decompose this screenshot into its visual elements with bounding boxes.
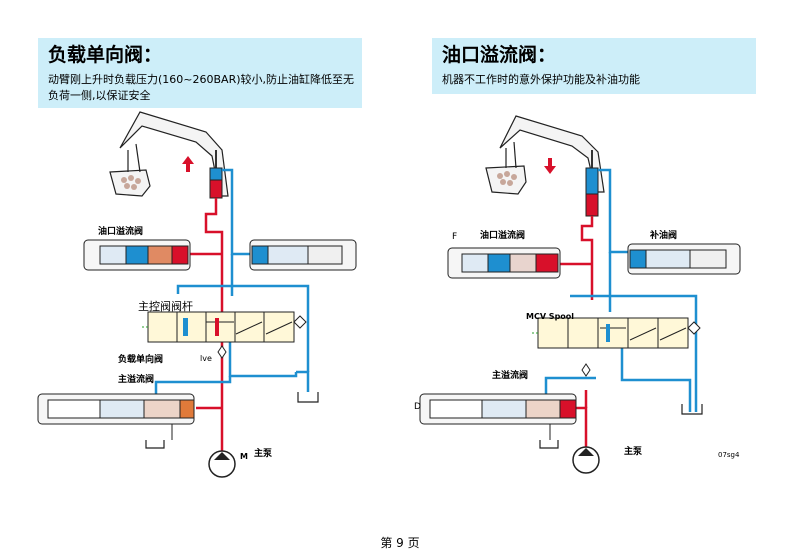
left-main-relief-valve [37,393,195,440]
right-main-relief-valve [419,393,577,440]
left-hydraulic-diagram [37,111,357,478]
right-label-port-relief: 油口溢流阀 [480,231,526,241]
right-makeup-valve [627,243,741,275]
left-check-valve-symbol [217,345,227,359]
left-main-control-spool [142,311,307,343]
right-main-pump [572,446,600,474]
left-port-relief-valve [83,239,191,271]
left-label-load-check: 负载单向阀 [118,355,164,365]
right-check-valve-symbol [581,363,591,377]
left-return-lines [154,168,310,400]
left-up-arrow [182,156,194,172]
left-panel-description: 动臂刚上升时负载压力(160~260BAR)较小,防止油缸降低至无负荷一侧,以保… [48,73,355,102]
right-bucket-load [497,171,517,186]
left-tank-2 [145,440,165,449]
right-label-makeup: 补油阀 [650,231,678,241]
left-label-main-spool: 主控阀阀杆 [138,300,193,313]
right-mcv-spool [532,317,701,349]
left-pressure-lines [190,198,224,455]
left-label-port-relief: 油口溢流阀 [98,227,144,237]
left-label-pump-letter: M [240,452,248,461]
right-panel-header [432,38,756,94]
right-excavator-boom [485,115,605,195]
right-port-relief-valve [447,247,561,279]
left-panel-header [38,38,362,108]
right-panel-description: 机器不工作时的意外保护功能及补油功能 [442,73,640,86]
left-label-main-pump: 主泵 [254,449,273,459]
left-boom-cylinder [209,150,223,199]
right-label-letter-f: F [452,232,458,242]
left-tank-1 [297,392,319,403]
right-return-lines [544,168,698,412]
right-label-letter-d: D [414,402,421,412]
right-tank-2 [539,440,559,449]
left-panel-title: 负载单向阀： [48,44,163,66]
left-label-main-relief: 主溢流阀 [118,375,155,385]
right-label-mcv-spool: MCV Spool [526,312,575,321]
right-hydraulic-diagram [419,115,741,474]
right-down-arrow [544,158,556,174]
left-makeup-valve [249,239,357,271]
right-label-main-pump: 主泵 [624,447,643,457]
right-tank-1 [681,404,703,415]
left-main-pump [208,450,236,478]
left-label-valve-tag: lve [200,354,212,363]
page-number: 第 9 页 [380,536,420,550]
right-panel-title: 油口溢流阀： [442,44,557,66]
left-bucket-load [121,175,141,190]
right-label-code: 07sg4 [718,451,740,459]
left-excavator-boom [109,111,229,197]
right-label-main-relief: 主溢流阀 [492,371,529,381]
